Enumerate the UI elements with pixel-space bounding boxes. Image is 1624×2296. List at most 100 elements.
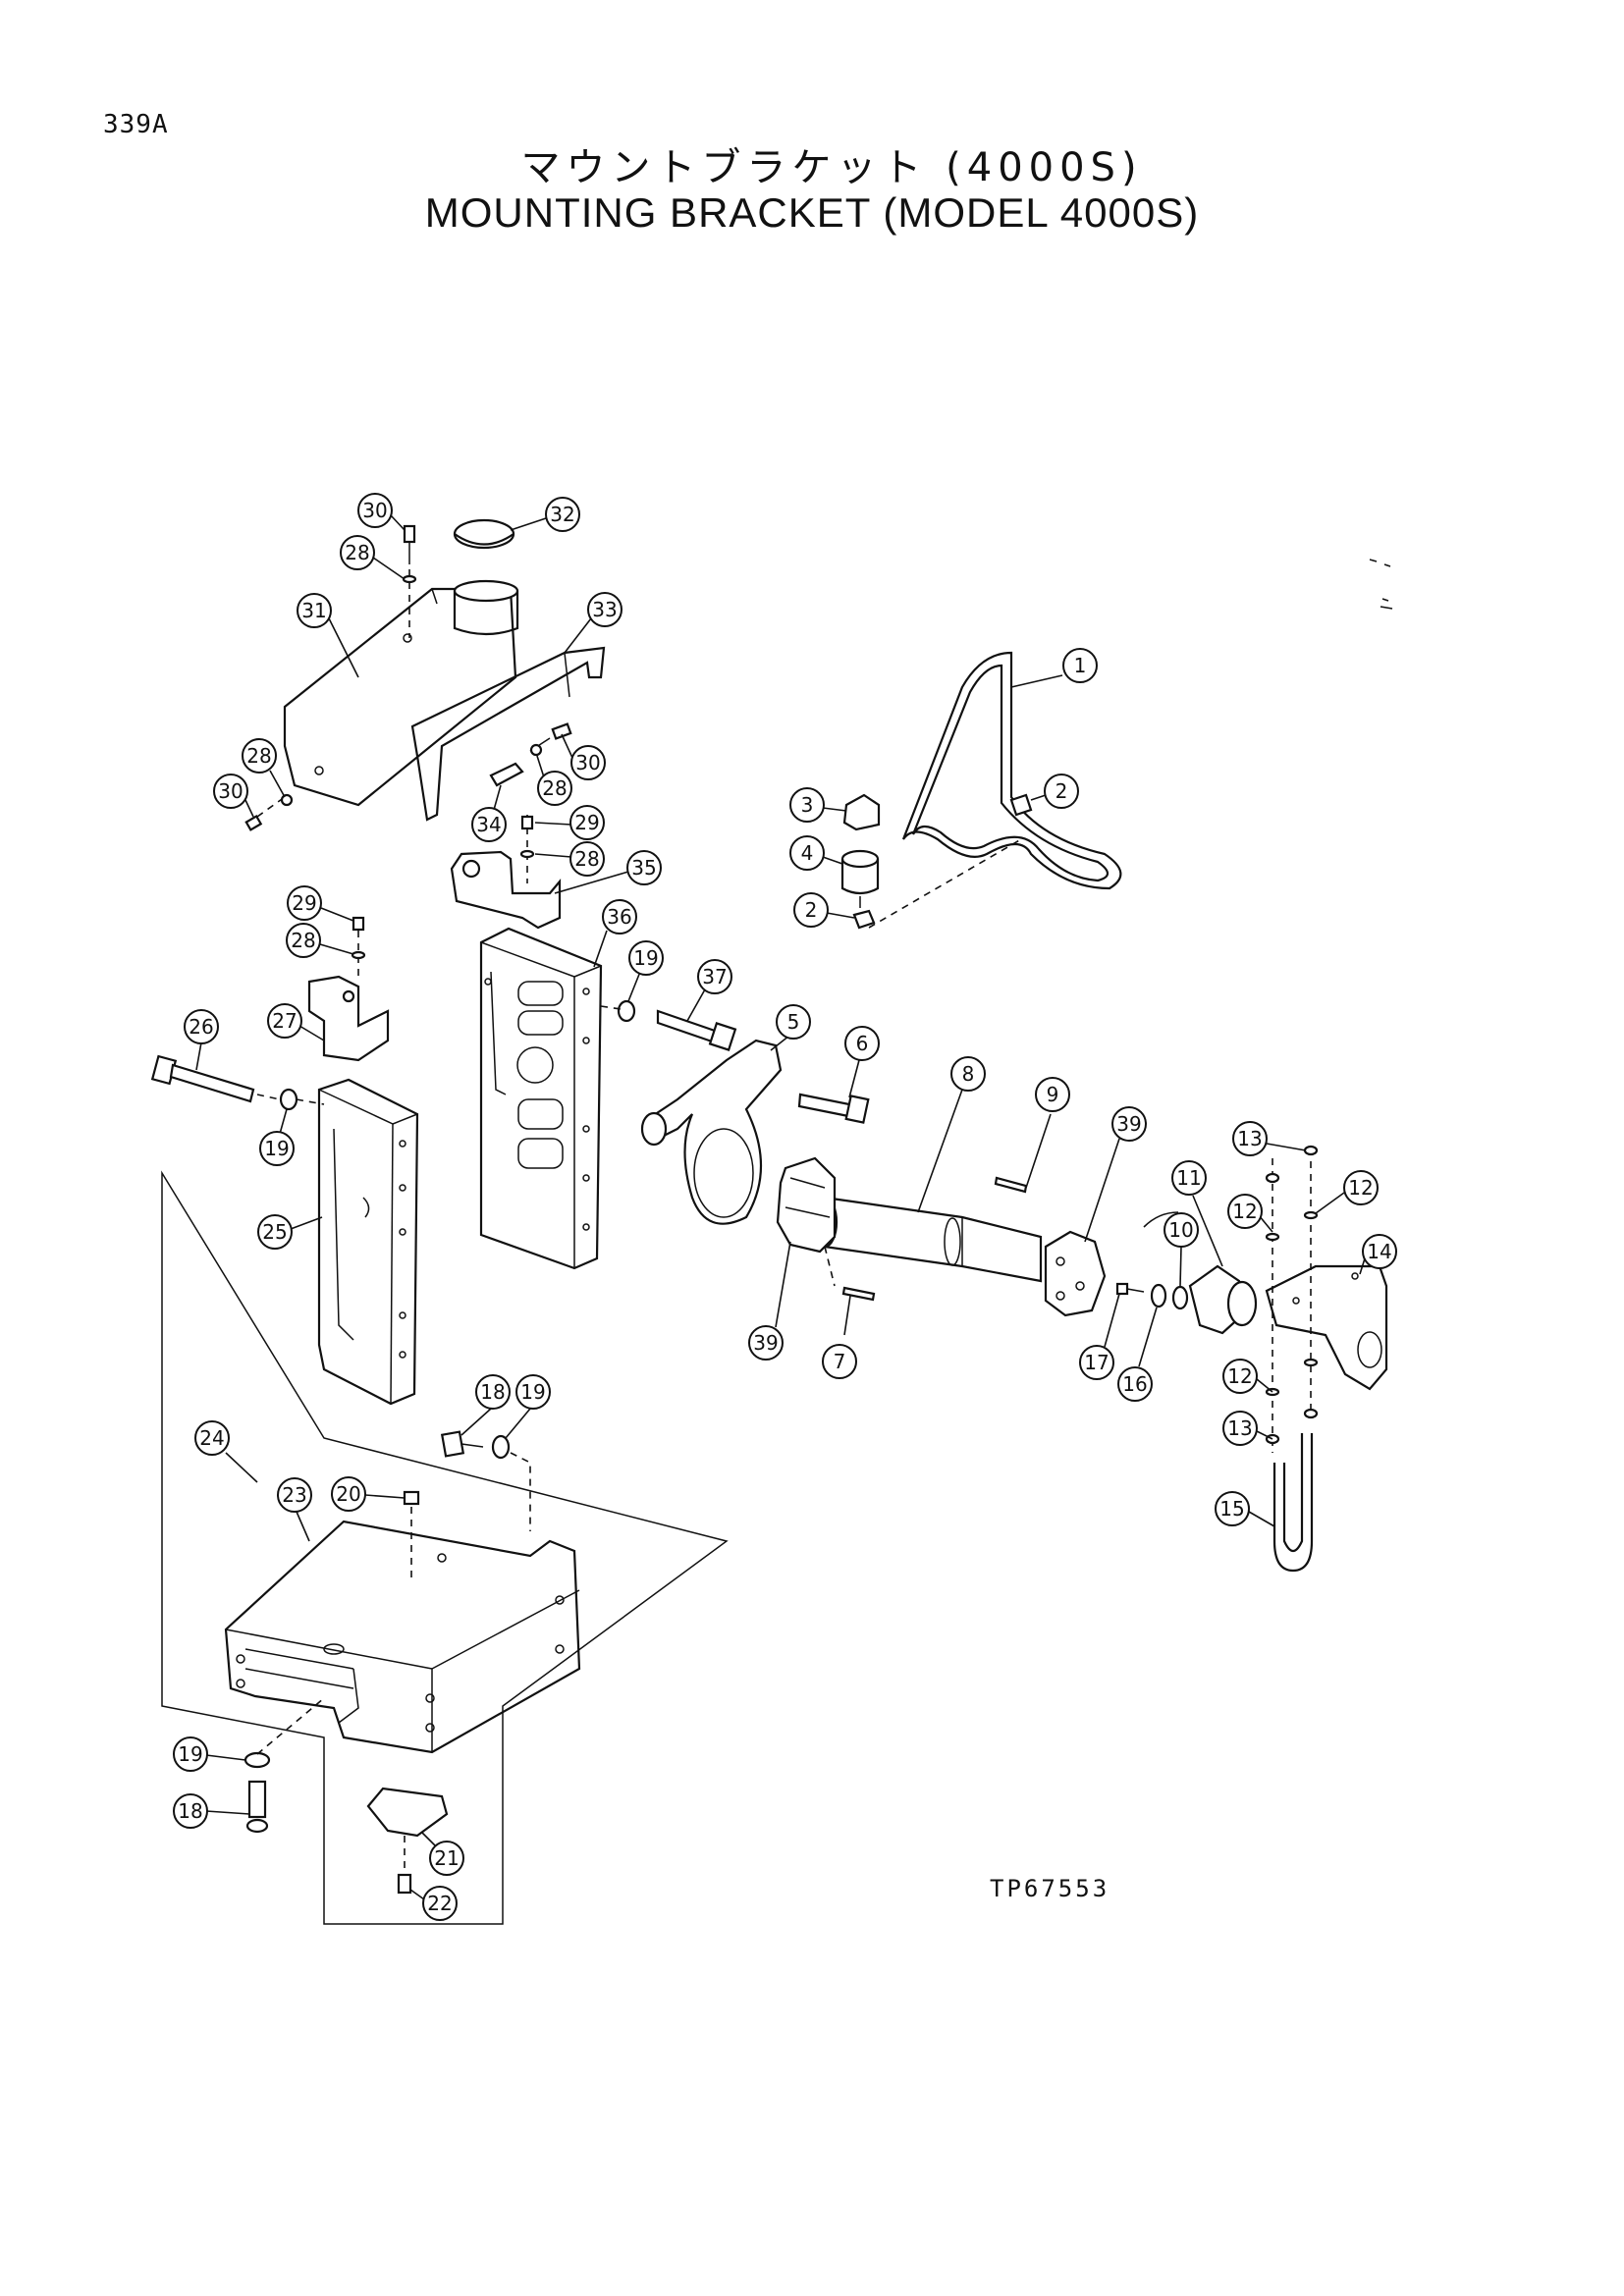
bolt-20 xyxy=(403,1490,420,1580)
bolt-37 xyxy=(600,999,737,1051)
bolt-30-left xyxy=(244,793,294,831)
svg-text:14: 14 xyxy=(1367,1240,1391,1263)
svg-text:7: 7 xyxy=(834,1350,846,1373)
callout-36: 36 xyxy=(593,899,637,968)
callout-29-mid: 29 xyxy=(534,805,605,840)
callout-21: 21 xyxy=(421,1832,464,1876)
svg-text:20: 20 xyxy=(336,1482,360,1506)
svg-text:19: 19 xyxy=(264,1137,289,1160)
ubolt-15 xyxy=(1265,1145,1319,1573)
page-number: 339A xyxy=(103,110,169,139)
bolt-18-upper xyxy=(440,1430,531,1531)
drawing-reference: TP67553 xyxy=(990,1875,1110,1902)
svg-text:13: 13 xyxy=(1227,1416,1252,1440)
callout-11: 11 xyxy=(1171,1160,1223,1267)
cover-bracket-33 xyxy=(410,646,606,822)
clip-2-upper xyxy=(1009,793,1033,817)
coupling-39-left xyxy=(776,1156,837,1254)
callout-20: 20 xyxy=(331,1476,406,1512)
svg-text:39: 39 xyxy=(753,1331,778,1355)
svg-text:9: 9 xyxy=(1047,1083,1059,1106)
bracket-35 xyxy=(450,815,562,930)
svg-text:15: 15 xyxy=(1219,1497,1244,1521)
callout-12-right: 12 xyxy=(1315,1170,1379,1214)
clip-3 xyxy=(842,793,881,831)
bracket-34 xyxy=(489,762,524,787)
svg-text:6: 6 xyxy=(856,1032,869,1055)
svg-text:2: 2 xyxy=(1056,779,1068,803)
callout-4: 4 xyxy=(789,835,843,871)
svg-text:35: 35 xyxy=(631,856,656,880)
svg-text:16: 16 xyxy=(1122,1372,1147,1396)
flange-11 xyxy=(1143,1211,1258,1335)
svg-text:29: 29 xyxy=(574,811,599,834)
bolt-18-lower xyxy=(244,1697,325,1834)
cover-plate-31 xyxy=(283,587,517,807)
cap-32 xyxy=(453,518,515,550)
callout-10: 10 xyxy=(1164,1212,1199,1287)
callout-28-left: 28 xyxy=(242,738,286,798)
svg-text:12: 12 xyxy=(1348,1176,1373,1200)
callout-25: 25 xyxy=(257,1214,323,1250)
frame-outline-24 xyxy=(161,1170,729,1925)
svg-text:24: 24 xyxy=(199,1426,224,1450)
callout-19-left: 19 xyxy=(259,1108,295,1166)
base-bracket-23 xyxy=(224,1520,581,1754)
clip-2-lower xyxy=(852,838,1022,930)
mount-bracket-14 xyxy=(1265,1264,1388,1391)
callout-30-left: 30 xyxy=(213,774,254,818)
svg-text:17: 17 xyxy=(1084,1351,1109,1374)
callout-2-lower: 2 xyxy=(793,892,855,928)
svg-text:25: 25 xyxy=(262,1220,287,1244)
callout-1: 1 xyxy=(1010,648,1098,688)
callout-12-lower: 12 xyxy=(1222,1359,1273,1394)
callout-19-bottom: 19 xyxy=(173,1736,246,1772)
callout-7: 7 xyxy=(822,1295,857,1379)
svg-text:28: 28 xyxy=(291,929,315,952)
svg-text:32: 32 xyxy=(550,503,574,526)
callout-30-right: 30 xyxy=(561,733,606,780)
filler-neck xyxy=(453,579,519,636)
svg-text:8: 8 xyxy=(962,1062,975,1086)
pin-7 xyxy=(824,1246,876,1302)
callout-5: 5 xyxy=(770,1004,811,1051)
hook-bracket-5 xyxy=(640,1039,783,1225)
svg-text:10: 10 xyxy=(1168,1218,1193,1242)
callout-22: 22 xyxy=(409,1886,458,1921)
callout-9: 9 xyxy=(1035,1077,1070,1112)
svg-text:3: 3 xyxy=(801,793,814,817)
callout-17: 17 xyxy=(1079,1293,1120,1380)
bolt-30-right xyxy=(529,722,572,757)
svg-text:21: 21 xyxy=(434,1846,459,1870)
callout-18-bottom: 18 xyxy=(173,1793,250,1829)
svg-text:11: 11 xyxy=(1176,1166,1201,1190)
title-japanese: マウントブラケット (4000S) xyxy=(520,145,1143,190)
callout-39-right: 39 xyxy=(1084,1106,1147,1243)
callout-16: 16 xyxy=(1117,1307,1158,1402)
callout-13-lower: 13 xyxy=(1222,1411,1273,1446)
svg-text:39: 39 xyxy=(1116,1112,1141,1136)
svg-text:18: 18 xyxy=(178,1799,202,1823)
callout-13-top: 13 xyxy=(1232,1121,1307,1156)
svg-text:2: 2 xyxy=(805,898,818,922)
filter-4 xyxy=(840,849,880,908)
callout-23: 23 xyxy=(277,1477,312,1542)
svg-text:19: 19 xyxy=(633,946,658,970)
title-english: MOUNTING BRACKET (MODEL 4000S) xyxy=(424,189,1200,236)
svg-text:26: 26 xyxy=(189,1015,213,1039)
callout-2-upper: 2 xyxy=(1030,774,1079,809)
svg-text:28: 28 xyxy=(542,776,567,800)
svg-text:13: 13 xyxy=(1237,1127,1262,1150)
svg-text:12: 12 xyxy=(1227,1364,1252,1388)
svg-text:33: 33 xyxy=(592,598,617,621)
svg-text:27: 27 xyxy=(272,1009,297,1033)
svg-text:18: 18 xyxy=(480,1380,505,1404)
callout-33: 33 xyxy=(564,592,623,654)
svg-text:1: 1 xyxy=(1074,654,1087,677)
svg-text:22: 22 xyxy=(427,1892,452,1915)
callout-39-left: 39 xyxy=(748,1241,791,1361)
callout-14: 14 xyxy=(1359,1234,1397,1275)
frame-plate-25 xyxy=(317,1078,419,1406)
svg-text:30: 30 xyxy=(218,779,243,803)
